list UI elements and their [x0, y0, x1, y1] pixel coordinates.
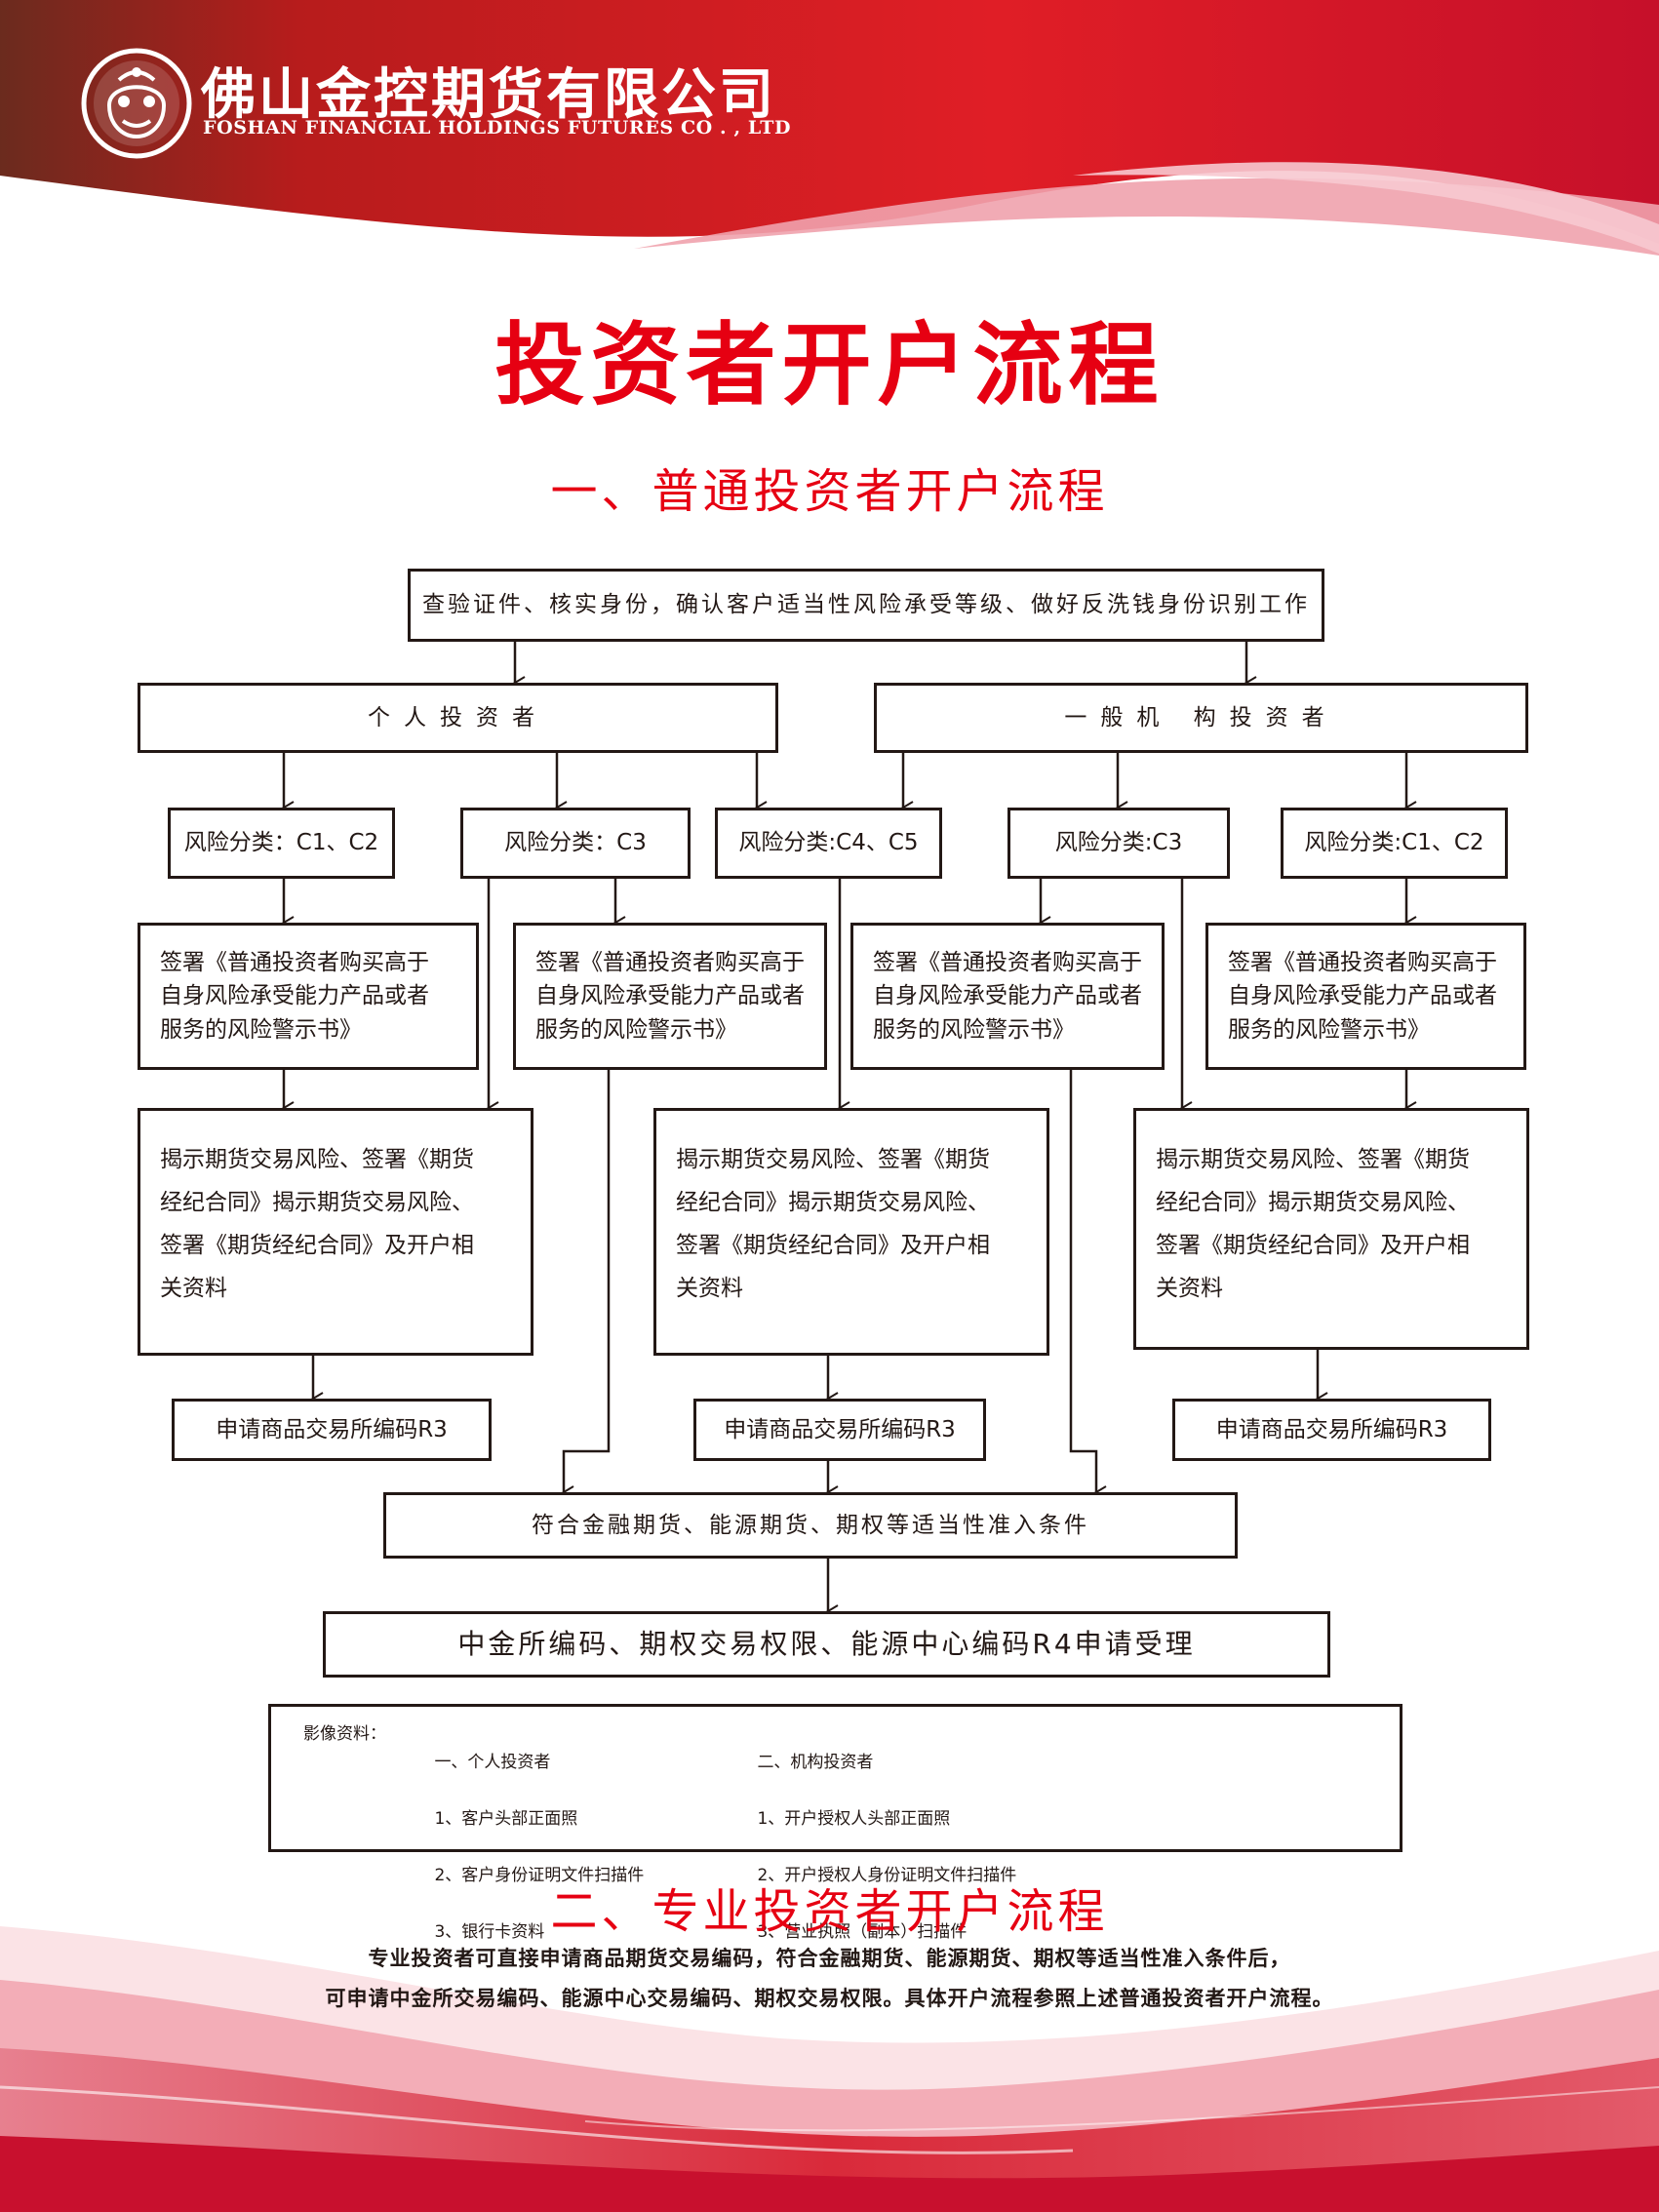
warning-line-1: 签署《普通投资者购买高于 — [535, 949, 805, 975]
institution-material-item: 3、营业执照（副本）扫描件 — [757, 1922, 968, 1942]
verify-identity-box: 查验证件、核实身份，确认客户适当性风险承受等级、做好反洗钱身份识别工作 — [408, 569, 1324, 642]
lion-head-logo-icon — [81, 48, 192, 159]
warning-sign-box-4: 签署《普通投资者购买高于 自身风险承受能力产品或者 服务的风险警示书》 — [1205, 923, 1526, 1070]
institution-material-item: 1、开户授权人头部正面照 — [757, 1809, 951, 1829]
disclose-line-1: 揭示期货交易风险、签署《期货 — [676, 1147, 990, 1172]
risk-class-c3-individual: 风险分类：C3 — [460, 808, 691, 879]
individual-materials: 一、个人投资者 1、客户头部正面照 2、客户身份证明文件扫描件 3、银行卡资料 — [403, 1720, 644, 1975]
warning-line-3: 服务的风险警示书》 — [535, 1016, 737, 1043]
individual-material-item: 2、客户身份证明文件扫描件 — [434, 1866, 645, 1885]
final-application-box: 中金所编码、期权交易权限、能源中心编码R4申请受理 — [323, 1611, 1330, 1678]
disclose-risk-box-2: 揭示期货交易风险、签署《期货 经纪合同》揭示期货交易风险、 签署《期货经纪合同》… — [653, 1108, 1049, 1356]
risk-class-c1-c2-individual: 风险分类：C1、C2 — [168, 808, 395, 879]
warning-sign-box-1: 签署《普通投资者购买高于 自身风险承受能力产品或者 服务的风险警示书》 — [138, 923, 479, 1070]
risk-class-c4-c5: 风险分类:C4、C5 — [715, 808, 942, 879]
image-materials-label: 影像资料： — [303, 1724, 386, 1744]
apply-r3-box-3: 申请商品交易所编码R3 — [1172, 1399, 1491, 1461]
disclose-line-2: 经纪合同》揭示期货交易风险、 — [160, 1190, 474, 1215]
disclose-line-4: 关资料 — [160, 1276, 227, 1301]
company-name-en: FOSHAN FINANCIAL HOLDINGS FUTURES CO . ,… — [203, 117, 792, 138]
disclose-line-3: 签署《期货经纪合同》及开户相 — [1156, 1233, 1470, 1258]
section-2-title: 二、专业投资者开户流程 — [550, 1884, 1109, 1939]
disclose-line-1: 揭示期货交易风险、签署《期货 — [1156, 1147, 1470, 1172]
disclose-risk-box-3: 揭示期货交易风险、签署《期货 经纪合同》揭示期货交易风险、 签署《期货经纪合同》… — [1133, 1108, 1529, 1350]
disclose-line-1: 揭示期货交易风险、签署《期货 — [160, 1147, 474, 1172]
individual-investor-box: 个人投资者 — [138, 683, 778, 753]
warning-sign-box-3: 签署《普通投资者购买高于 自身风险承受能力产品或者 服务的风险警示书》 — [850, 923, 1165, 1070]
warning-line-2: 自身风险承受能力产品或者 — [873, 983, 1142, 1009]
warning-line-1: 签署《普通投资者购买高于 — [160, 949, 429, 975]
institution-materials: 二、机构投资者 1、开户授权人头部正面照 2、开户授权人身份证明文件扫描件 3、… — [726, 1720, 1016, 1975]
warning-line-3: 服务的风险警示书》 — [1228, 1016, 1430, 1043]
warning-line-3: 服务的风险警示书》 — [873, 1016, 1075, 1043]
apply-r3-box-1: 申请商品交易所编码R3 — [172, 1399, 492, 1461]
warning-sign-box-2: 签署《普通投资者购买高于 自身风险承受能力产品或者 服务的风险警示书》 — [513, 923, 827, 1070]
warning-line-1: 签署《普通投资者购买高于 — [873, 949, 1142, 975]
professional-text-line-2: 可申请中金所交易编码、能源中心交易编码、期权交易权限。具体开户流程参照上述普通投… — [325, 1987, 1334, 2010]
individual-material-item: 1、客户头部正面照 — [434, 1809, 578, 1829]
qualify-conditions-box: 符合金融期货、能源期货、期权等适当性准入条件 — [383, 1492, 1238, 1559]
disclose-line-4: 关资料 — [676, 1276, 743, 1301]
section-1-title: 一、普通投资者开户流程 — [550, 464, 1109, 519]
risk-class-c1-c2-institution: 风险分类:C1、C2 — [1281, 808, 1508, 879]
risk-class-c3-institution: 风险分类:C3 — [1007, 808, 1230, 879]
disclose-line-2: 经纪合同》揭示期货交易风险、 — [676, 1190, 990, 1215]
disclose-line-3: 签署《期货经纪合同》及开户相 — [676, 1233, 990, 1258]
apply-r3-box-2: 申请商品交易所编码R3 — [693, 1399, 986, 1461]
warning-line-1: 签署《普通投资者购买高于 — [1228, 949, 1497, 975]
institution-material-item: 2、开户授权人身份证明文件扫描件 — [757, 1866, 1017, 1885]
individual-material-item: 3、银行卡资料 — [434, 1922, 545, 1942]
company-name-cn: 佛山金控期货有限公司 — [201, 63, 776, 127]
individual-materials-title: 一、个人投资者 — [434, 1753, 551, 1772]
warning-line-3: 服务的风险警示书》 — [160, 1016, 362, 1043]
disclose-line-2: 经纪合同》揭示期货交易风险、 — [1156, 1190, 1470, 1215]
warning-line-2: 自身风险承受能力产品或者 — [160, 983, 429, 1009]
warning-line-2: 自身风险承受能力产品或者 — [535, 983, 805, 1009]
disclose-risk-box-1: 揭示期货交易风险、签署《期货 经纪合同》揭示期货交易风险、 签署《期货经纪合同》… — [138, 1108, 533, 1356]
disclose-line-3: 签署《期货经纪合同》及开户相 — [160, 1233, 474, 1258]
page-title: 投资者开户流程 — [494, 313, 1165, 417]
image-materials-box: 影像资料： 一、个人投资者 1、客户头部正面照 2、客户身份证明文件扫描件 3、… — [268, 1704, 1402, 1942]
disclose-line-4: 关资料 — [1156, 1276, 1223, 1301]
warning-line-2: 自身风险承受能力产品或者 — [1228, 983, 1497, 1009]
professional-text-line-1: 专业投资者可直接申请商品期货交易编码，符合金融期货、能源期货、期权等适当性准入条… — [368, 1947, 1291, 1970]
institution-investor-box: 一般机 构投资者 — [874, 683, 1528, 753]
institution-materials-title: 二、机构投资者 — [757, 1753, 874, 1772]
